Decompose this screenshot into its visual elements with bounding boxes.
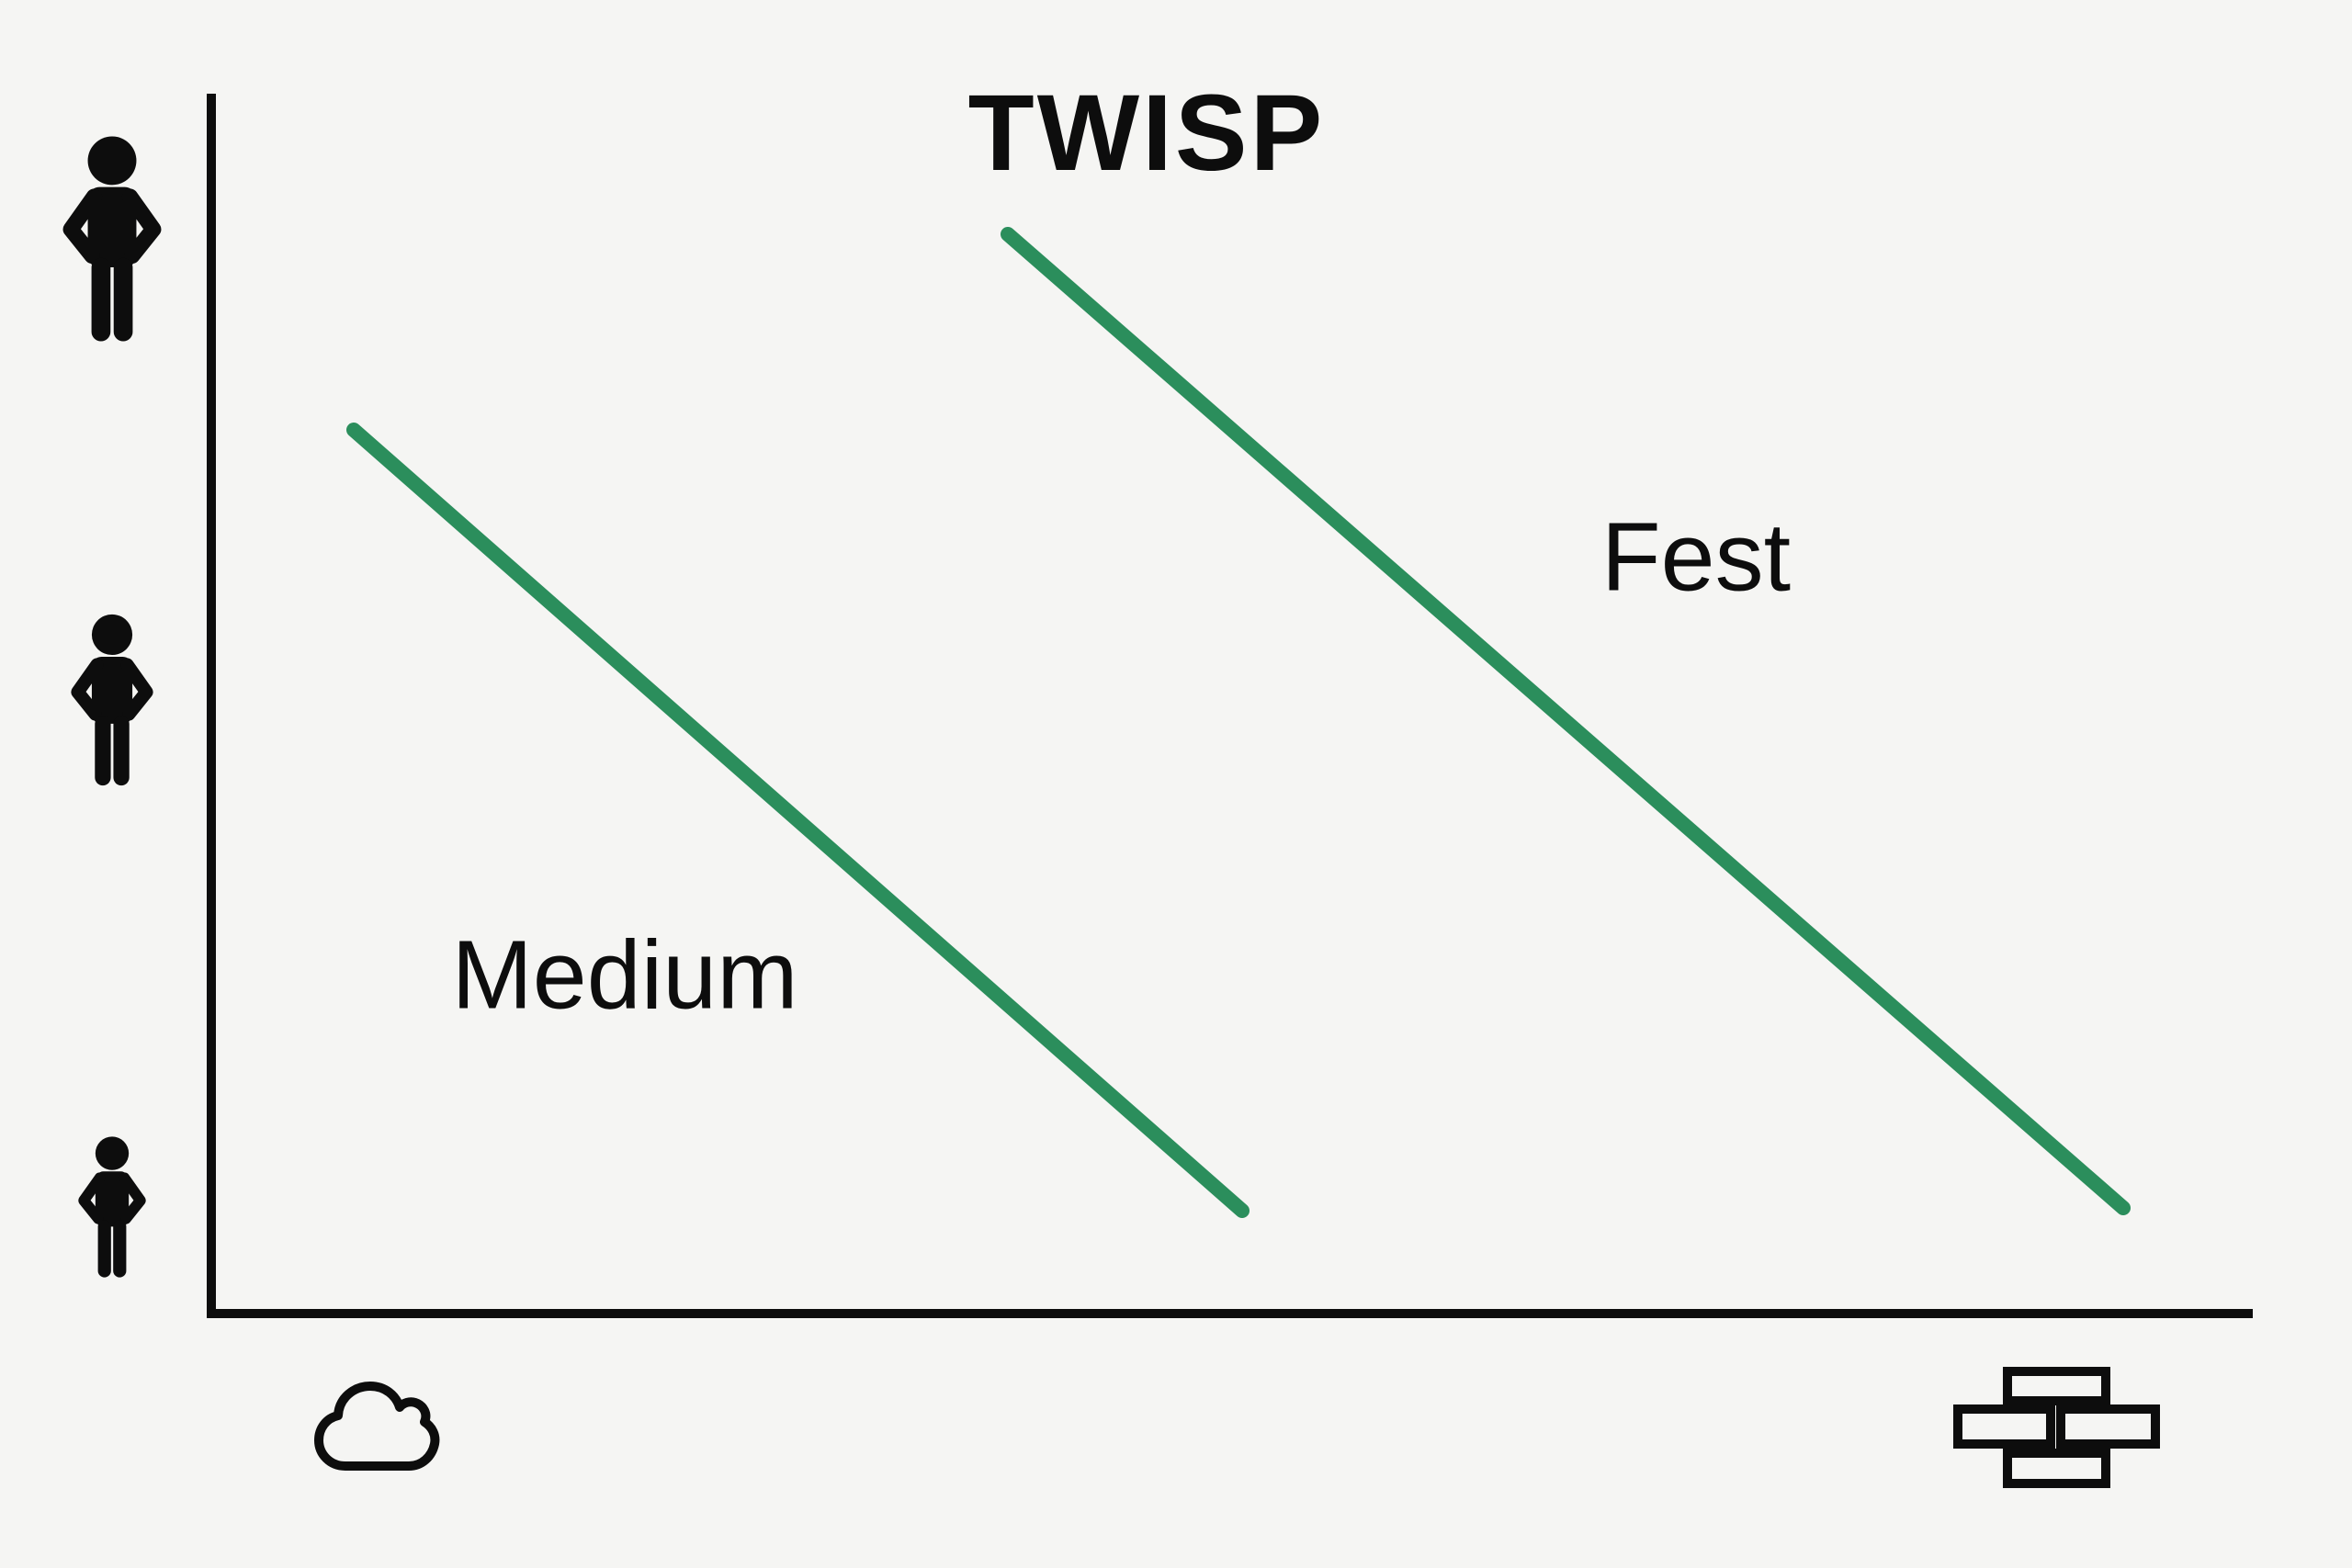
medium-data-line bbox=[346, 423, 1250, 1218]
line-label-medium: Medium bbox=[451, 920, 798, 1030]
line-label-fest: Fest bbox=[1600, 502, 1792, 612]
cloud-icon bbox=[314, 1382, 440, 1471]
chart-title: TWISP bbox=[967, 73, 1326, 194]
medium-person-icon bbox=[78, 615, 147, 778]
fest-data-line bbox=[1001, 227, 2131, 1215]
brick-wall-icon bbox=[1953, 1367, 2160, 1488]
large-person-icon bbox=[71, 136, 153, 332]
small-person-icon bbox=[84, 1136, 141, 1270]
